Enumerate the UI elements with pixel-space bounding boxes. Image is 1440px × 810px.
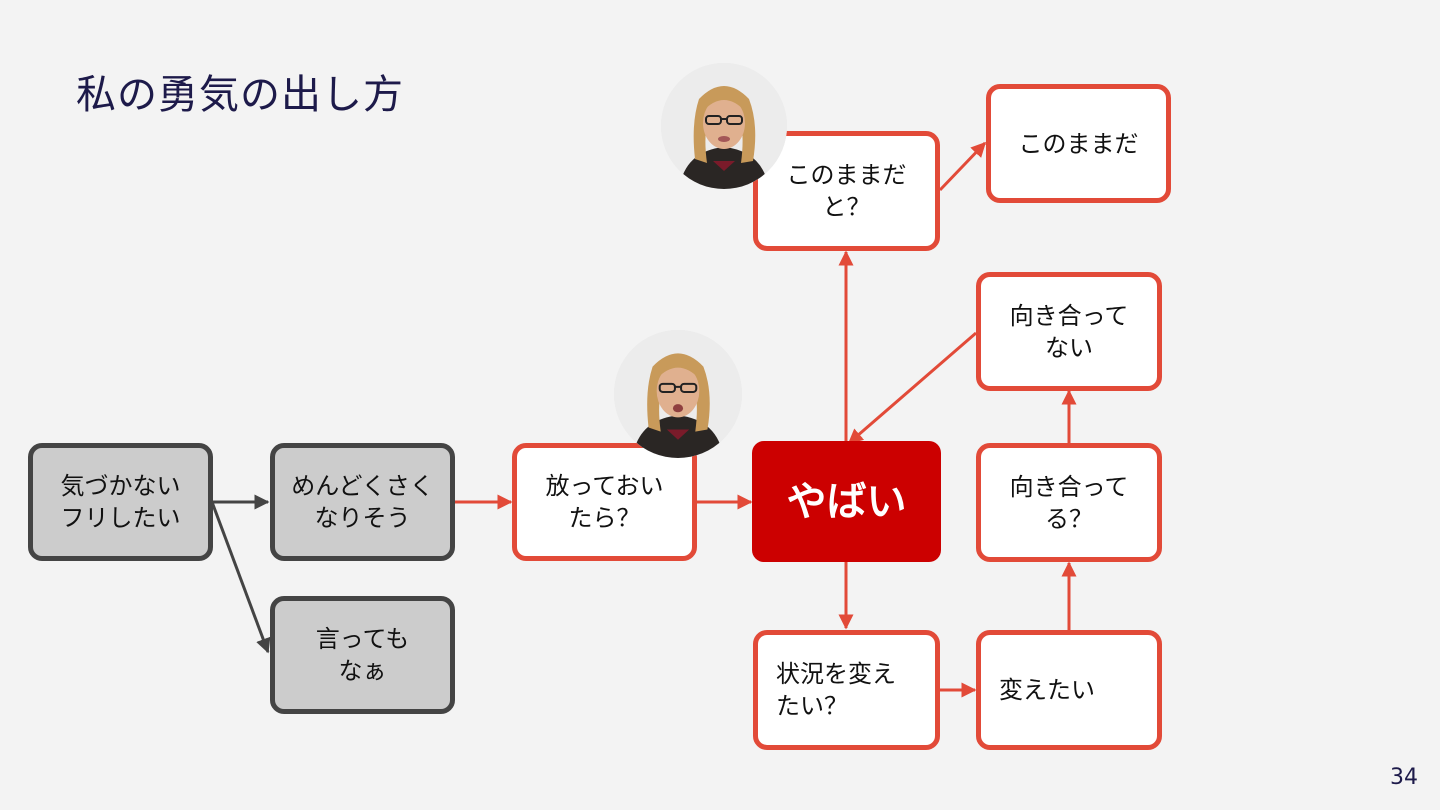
arrow-kizukanai-to-ittemo <box>210 501 271 654</box>
node-kizukanai: 気づかない フリしたい <box>28 443 213 561</box>
node-ittemo: 言っても なぁ <box>270 596 455 714</box>
arrow-mukiatte-nai-to-yabai <box>847 331 977 445</box>
speaker-avatar-top <box>661 63 787 189</box>
node-hottoitara: 放っておい たら？ <box>512 443 697 561</box>
node-joukyou: 状況を変え たい？ <box>753 630 940 750</box>
arrow-konomama-q-to-konomama <box>938 141 987 192</box>
node-mukiatte-nai: 向き合って ない <box>976 272 1162 391</box>
node-konomama: このままだ <box>986 84 1171 203</box>
speaker-avatar-middle <box>614 330 742 458</box>
slide-title: 私の勇気の出し方 <box>76 72 404 118</box>
node-mukiatte-ru: 向き合って る？ <box>976 443 1162 562</box>
speaker-portrait-image <box>614 330 742 458</box>
node-konomama-question: このままだ と？ <box>753 131 940 251</box>
speaker-portrait-image <box>661 63 787 189</box>
page-number: 34 <box>1390 765 1418 790</box>
node-mendoku: めんどくさく なりそう <box>270 443 455 561</box>
node-kaetai: 変えたい <box>976 630 1162 750</box>
node-yabai: やばい <box>752 441 941 562</box>
